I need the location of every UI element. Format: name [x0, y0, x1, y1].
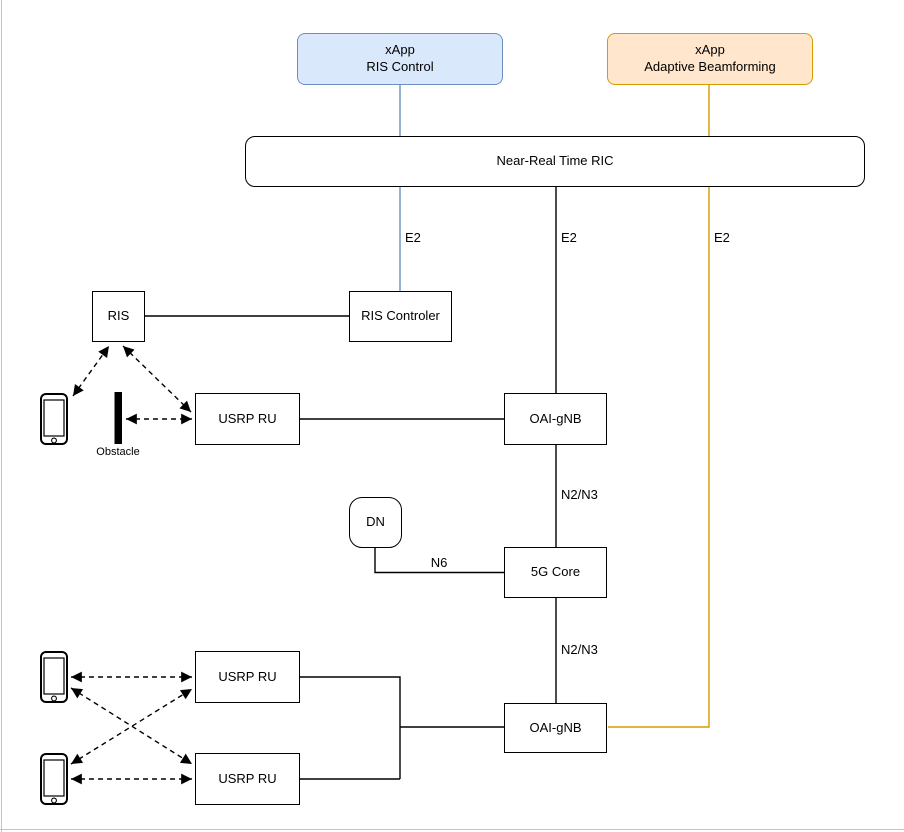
xapp-ris-control-box[interactable]: xApp RIS Control: [297, 33, 503, 85]
near-real-time-ric-box[interactable]: Near-Real Time RIC: [245, 136, 865, 187]
ris-controller-label: RIS Controler: [361, 308, 440, 324]
e2-label-right: E2: [713, 230, 731, 246]
usrp-ru-mid-label: USRP RU: [218, 410, 277, 426]
usrp-ru-bottom2-label: USRP RU: [218, 770, 277, 786]
usrp-ru-bottom2-box[interactable]: USRP RU: [195, 753, 300, 805]
near-real-time-ric-label: Near-Real Time RIC: [496, 153, 614, 169]
canvas-edge-left: [1, 0, 2, 832]
ris-label: RIS: [107, 308, 130, 324]
link-usrp-mid-to-ris: [122, 345, 192, 413]
canvas-edge-bottom: [0, 829, 904, 830]
usrp-ru-bottom1-label: USRP RU: [218, 668, 277, 684]
xapp-adaptive-beamforming-box[interactable]: xApp Adaptive Beamforming: [607, 33, 813, 85]
oai-gnb-bottom-label: OAI-gNB: [529, 719, 582, 735]
5g-core-box[interactable]: 5G Core: [504, 547, 607, 598]
xapp-ris-control-line2: RIS Control: [366, 59, 434, 74]
e2-label-mid: E2: [560, 230, 578, 246]
xapp-ris-control-line1: xApp: [385, 42, 415, 58]
usrp-ru-mid-box[interactable]: USRP RU: [195, 393, 300, 445]
dn-label: DN: [366, 514, 385, 530]
oai-gnb-top-box[interactable]: OAI-gNB: [504, 393, 607, 445]
oai-gnb-top-label: OAI-gNB: [529, 410, 582, 426]
ris-controller-box[interactable]: RIS Controler: [349, 291, 452, 342]
edge-n6-dn-to-core: [374, 548, 504, 574]
obstacle-bar-icon[interactable]: [114, 392, 123, 444]
n2n3-label-bottom: N2/N3: [560, 642, 599, 658]
n6-label: N6: [429, 555, 449, 571]
smartphone-icon-bottom1[interactable]: [40, 651, 68, 703]
edge-usrp-bottom-to-gnb-bottom: [300, 676, 504, 780]
smartphone-icon-bottom2[interactable]: [40, 753, 68, 805]
e2-label-left: E2: [404, 230, 422, 246]
xapp-beam-line2: Adaptive Beamforming: [644, 59, 776, 74]
5g-core-label: 5G Core: [530, 564, 581, 580]
link-phone-b2-to-usrp-b1: [70, 688, 193, 765]
smartphone-icon-mid[interactable]: [40, 393, 68, 445]
link-phone-mid-to-ris: [72, 345, 110, 397]
xapp-beam-line1: xApp: [695, 42, 725, 58]
oai-gnb-bottom-box[interactable]: OAI-gNB: [504, 703, 607, 753]
ris-box[interactable]: RIS: [92, 291, 145, 342]
n2n3-label-top: N2/N3: [560, 487, 599, 503]
dn-box[interactable]: DN: [349, 497, 402, 548]
obstacle-label: Obstacle: [95, 446, 141, 459]
edge-e2-ric-to-gnb-bottom: [608, 187, 710, 728]
usrp-ru-bottom1-box[interactable]: USRP RU: [195, 651, 300, 703]
